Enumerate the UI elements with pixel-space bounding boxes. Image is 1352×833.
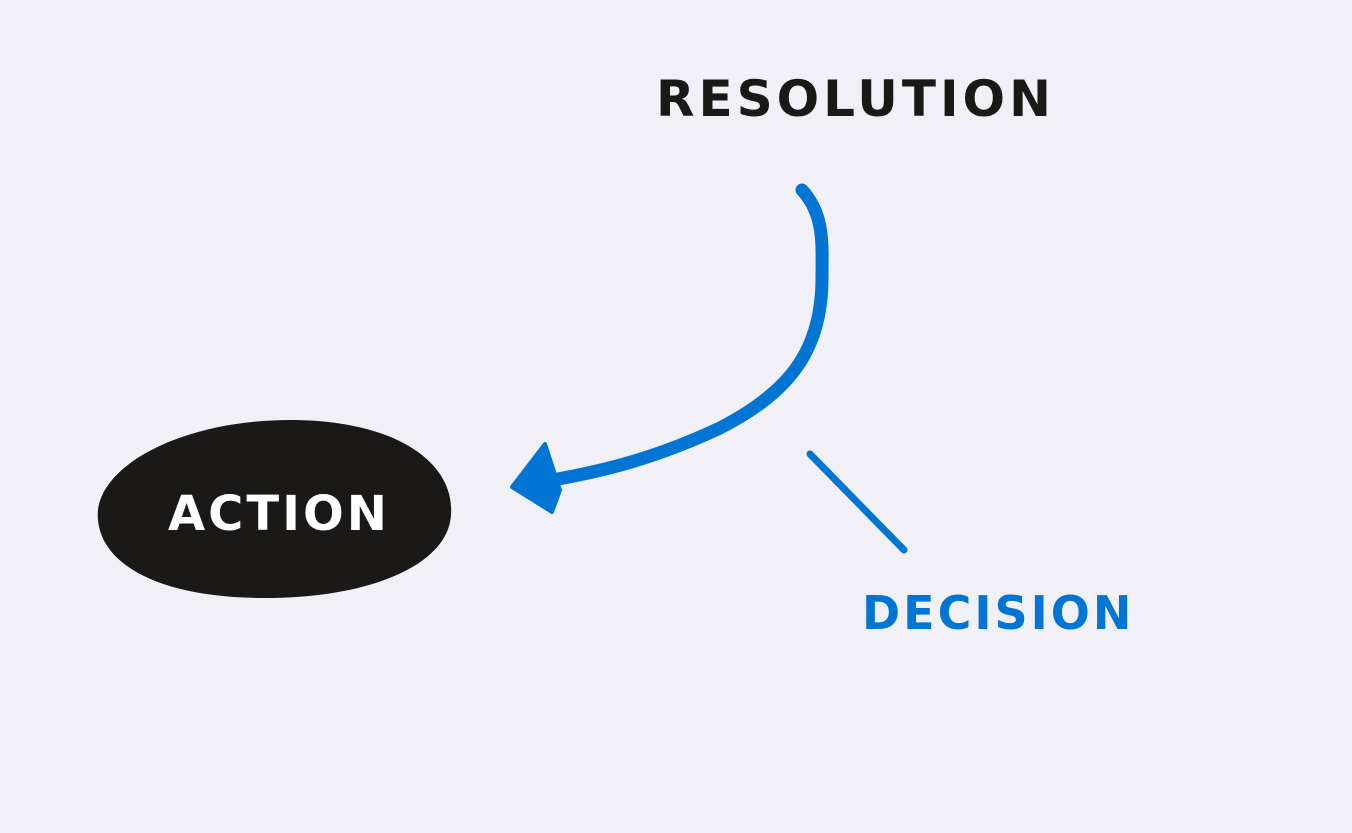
resolution-label: RESOLUTION: [656, 70, 1055, 128]
arrowhead-icon: [510, 442, 562, 514]
resolution-to-action-arrow: [545, 183, 829, 487]
action-node-shape: [97, 420, 452, 598]
decision-label: DECISION: [862, 586, 1135, 640]
action-label: ACTION: [168, 486, 390, 542]
decision-connector-line: [806, 450, 908, 554]
